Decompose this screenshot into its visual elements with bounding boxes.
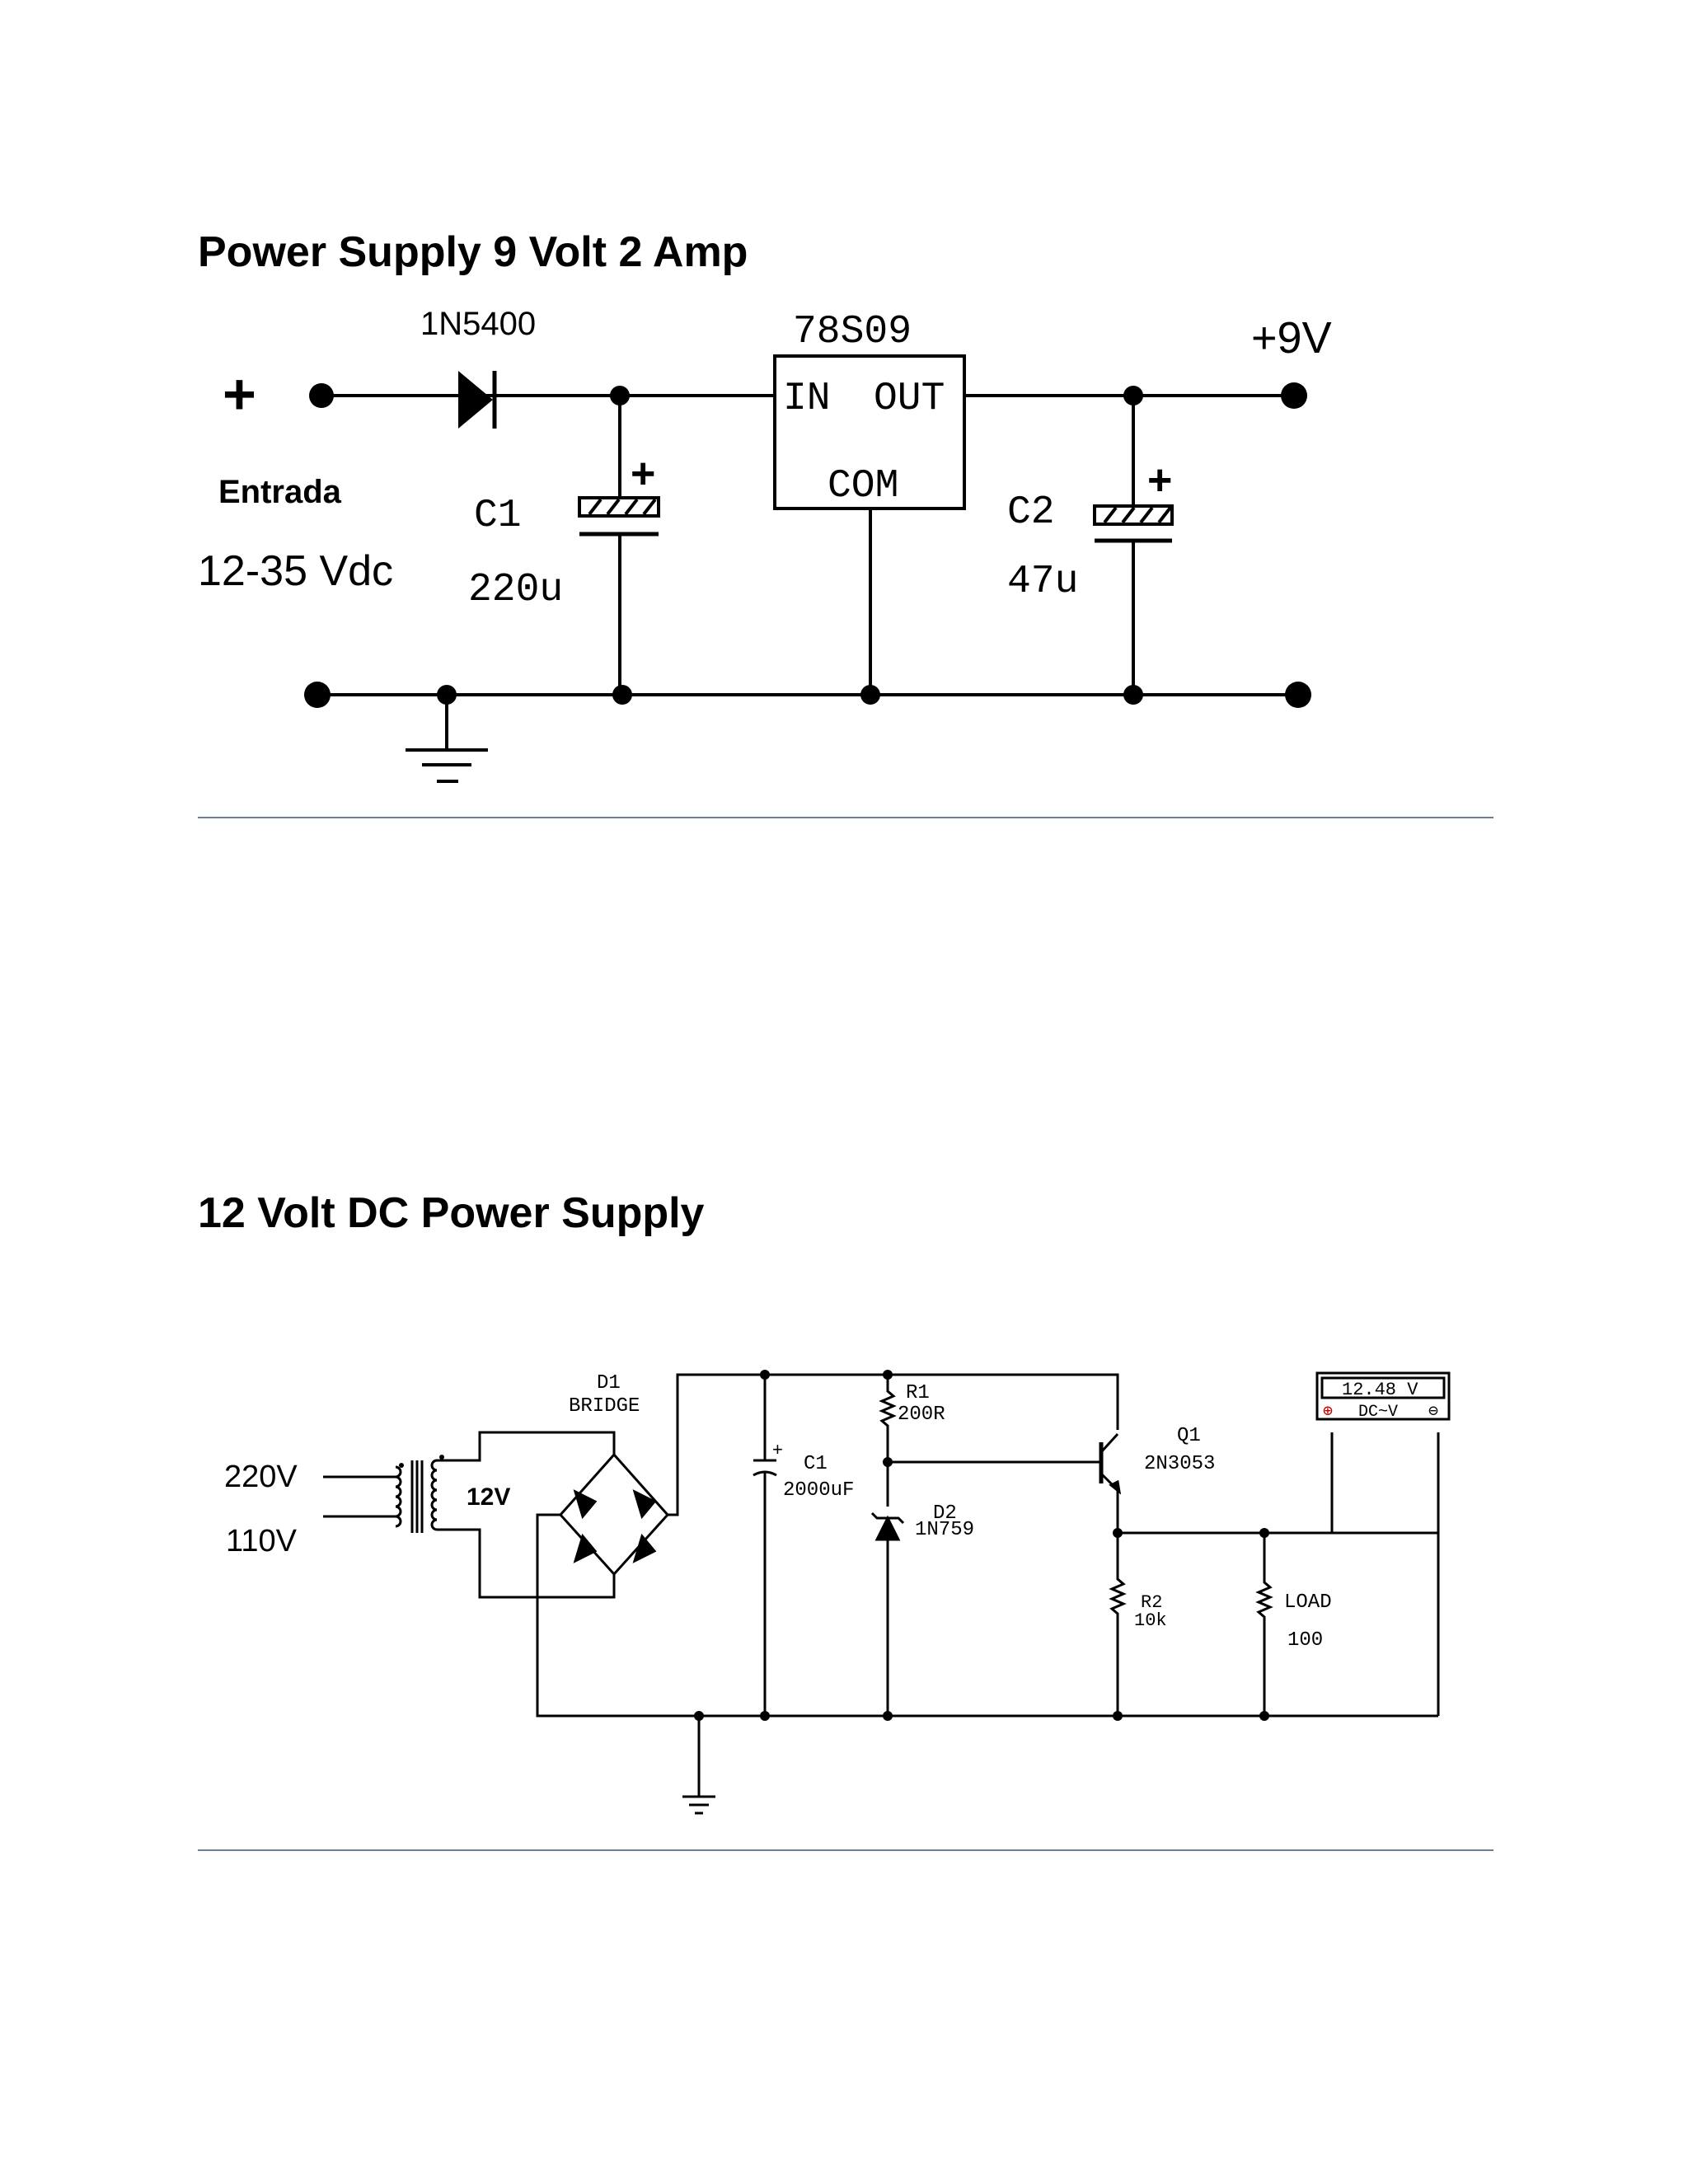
input-plus-label: +	[223, 362, 256, 426]
input-positive-terminal	[309, 383, 334, 408]
section-divider	[198, 817, 1493, 818]
schematic-12v-supply: 220V 110V 12V D1 BRIDGE + C1 2000uF R1 2…	[224, 1370, 1451, 1815]
input-220v-label: 220V	[224, 1460, 298, 1494]
d1-name-label: D1	[597, 1372, 621, 1394]
q1-name-label: Q1	[1177, 1425, 1201, 1447]
c2-name-label: C2	[1007, 490, 1055, 535]
regulator-out-pin: OUT	[874, 377, 945, 421]
bridge-rectifier-d1	[558, 1452, 670, 1577]
c1-name-label: C1	[804, 1453, 828, 1475]
c2-value-label: 47u	[1007, 560, 1078, 604]
input-negative-terminal	[304, 682, 331, 708]
voltmeter-minus-terminal: ⊖	[1428, 1403, 1438, 1422]
section-title-12v: 12 Volt DC Power Supply	[198, 1189, 705, 1237]
voltmeter-plus-terminal: ⊕	[1323, 1403, 1333, 1422]
junction-dots	[399, 1370, 1269, 1721]
r1-value-label: 200R	[898, 1404, 945, 1426]
ground-symbol	[682, 1716, 715, 1815]
resistor-r2-symbol	[1109, 1533, 1127, 1716]
input-voltage-range: 12-35 Vdc	[198, 547, 393, 595]
load-value-label: 100	[1287, 1629, 1323, 1652]
input-110v-label: 110V	[226, 1524, 298, 1558]
wire-ground-rail	[536, 1513, 1438, 1718]
c1-polarity-plus: +	[772, 1439, 783, 1460]
voltmeter-mode-label: DC~V	[1358, 1403, 1398, 1422]
capacitor-c2-symbol	[1093, 396, 1174, 695]
c1-name-label: C1	[474, 494, 522, 538]
wire-positive-rail	[668, 1373, 1119, 1516]
voltmeter-reading: 12.48 V	[1342, 1380, 1418, 1400]
wire-secondary-bottom	[437, 1528, 616, 1599]
input-label: Entrada	[218, 474, 342, 510]
section-title-9v: Power Supply 9 Volt 2 Amp	[198, 228, 748, 276]
resistor-r1-symbol	[879, 1375, 897, 1462]
r1-name-label: R1	[906, 1382, 930, 1404]
wire-emitter-output	[1116, 1490, 1438, 1535]
capacitor-c1-symbol	[753, 1375, 777, 1716]
c1-value-label: 220u	[468, 568, 563, 612]
zener-diode-d2-symbol	[870, 1462, 905, 1716]
ground-symbol	[406, 695, 488, 783]
section-divider	[198, 1849, 1493, 1851]
c2-polarity-plus: +	[1147, 457, 1172, 504]
d2-value-label: 1N759	[915, 1519, 974, 1541]
output-voltage-label: +9V	[1251, 313, 1332, 363]
c1-value-label: 2000uF	[783, 1479, 854, 1502]
secondary-voltage-label: 12V	[467, 1483, 510, 1511]
junction-dot	[612, 685, 632, 705]
schematic-9v-regulator: + Entrada 12-35 Vdc 1N5400 78S09 IN OUT …	[198, 306, 1332, 783]
diode-label: 1N5400	[420, 306, 536, 342]
wire-secondary-top	[437, 1431, 616, 1462]
r2-value-label: 10k	[1134, 1610, 1167, 1631]
voltmeter-display	[1320, 1376, 1446, 1399]
load-name-label: LOAD	[1284, 1591, 1332, 1614]
c1-polarity-plus: +	[631, 450, 655, 498]
voltmeter-box	[1315, 1371, 1451, 1421]
regulator-in-pin: IN	[783, 377, 831, 421]
d2-name-label: D2	[933, 1502, 957, 1525]
capacitor-c1-symbol	[578, 396, 660, 695]
output-positive-terminal	[1281, 382, 1307, 409]
diode-1n5400-symbol	[458, 371, 497, 429]
transformer-symbol	[395, 1459, 438, 1533]
transistor-q1-symbol	[1099, 1432, 1122, 1495]
resistor-load-symbol	[1255, 1533, 1273, 1716]
regulator-com-pin: COM	[828, 464, 898, 509]
regulator-label: 78S09	[793, 310, 912, 354]
output-negative-terminal	[1285, 682, 1311, 708]
r2-name-label: R2	[1141, 1592, 1162, 1613]
d1-type-label: BRIDGE	[569, 1395, 640, 1418]
q1-value-label: 2N3053	[1144, 1453, 1215, 1475]
